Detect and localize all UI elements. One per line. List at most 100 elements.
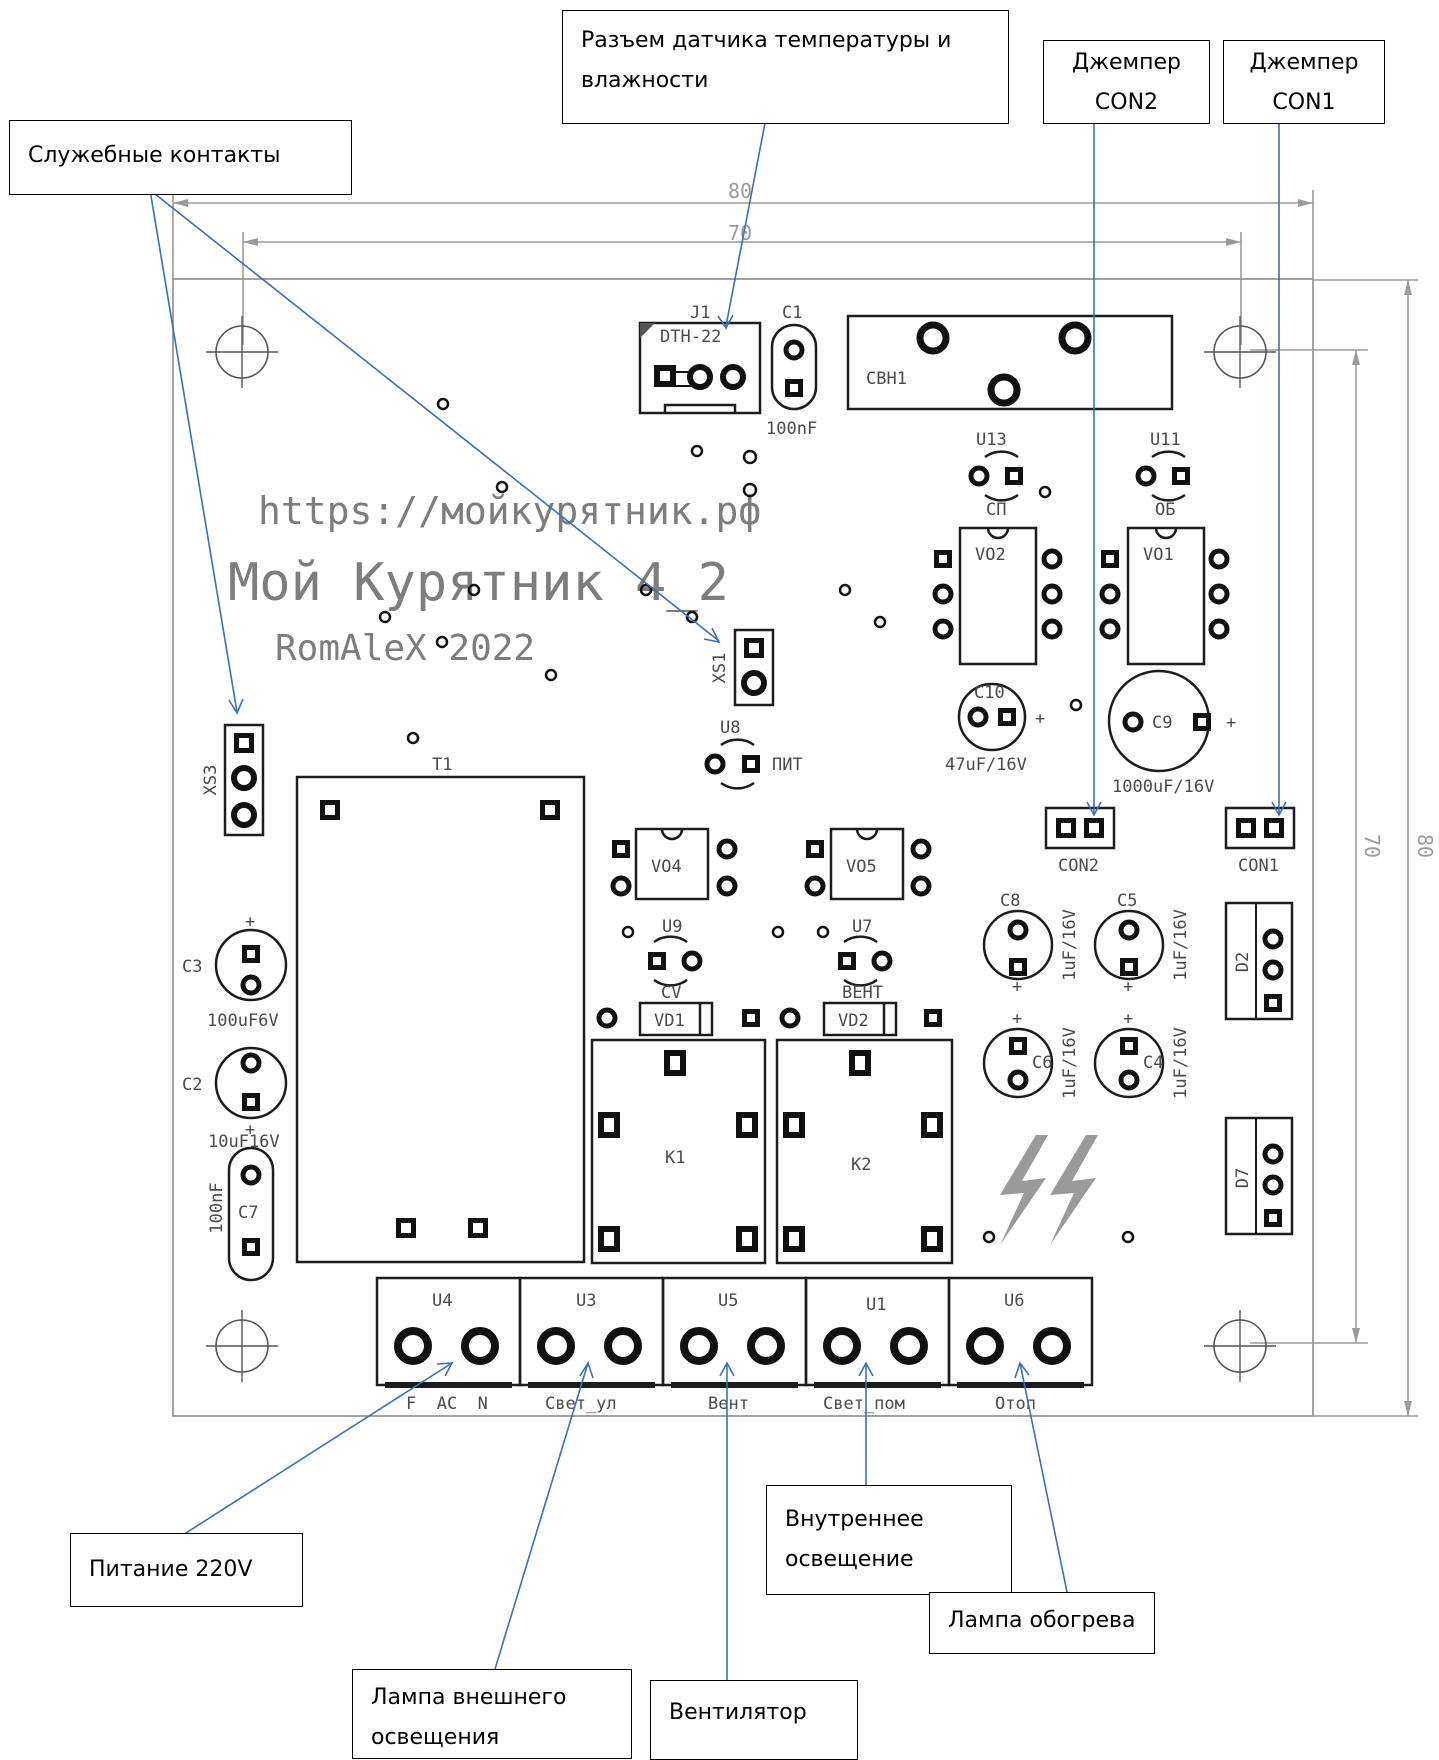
c2-label: C2 (182, 1075, 202, 1095)
terminal-u4: U4 F AC N (375, 1276, 522, 1414)
callout-outside-lamp: Лампа внешнего освещения (352, 1669, 632, 1759)
callout-power-220v: Питание 220V (70, 1533, 303, 1607)
j1-label: J1 (690, 303, 710, 323)
leader-service-xs1 (149, 189, 720, 642)
u13-label: U13 (976, 430, 1007, 450)
u8-sublabel: ПИТ (772, 755, 803, 775)
board-url: https://мойкурятник.рф (258, 489, 761, 533)
u1-label: U1 (866, 1295, 886, 1315)
leader-outside-lamp (494, 1362, 589, 1670)
c6-label: C6 (1032, 1053, 1052, 1073)
k2-relay: K2 (775, 1038, 954, 1265)
vd2-label: VD2 (838, 1011, 869, 1031)
u8-label: U8 (720, 718, 740, 738)
dim-width-outer: 80 (728, 179, 752, 203)
t1-transformer: T1 (295, 755, 586, 1264)
c2-capacitor: C2 + 10uF16V (182, 1046, 288, 1152)
u11-led: U11 ОБ (1135, 430, 1190, 520)
u8-led: U8 ПИТ (704, 718, 803, 790)
c10-capacitor: C10 + 47uF/16V (945, 682, 1045, 775)
c6-capacitor: C6 + 1uF/16V (982, 1009, 1080, 1099)
con1-label: CON1 (1238, 856, 1279, 876)
vo1-label: VO1 (1143, 545, 1174, 565)
c8-capacitor: C8 + 1uF/16V (982, 891, 1080, 997)
c8-plus: + (1012, 977, 1022, 997)
t1-label: T1 (432, 755, 452, 775)
con1-jumper: CON1 (1224, 806, 1296, 876)
callout-inside-light: Внутреннее освещение (766, 1485, 1012, 1595)
callout-heat-lamp: Лампа обогрева (929, 1592, 1155, 1654)
vo2-optocoupler: VO2 (932, 526, 1063, 666)
c1-label: C1 (782, 303, 802, 323)
leader-lines (149, 122, 1287, 1680)
mounting-holes (206, 316, 1276, 1382)
u6-label: U6 (1004, 1291, 1024, 1311)
callout-fan: Вентилятор (650, 1680, 858, 1760)
c10-label: C10 (974, 683, 1005, 703)
u13-led: U13 СП (968, 430, 1023, 520)
c4-value: 1uF/16V (1171, 1027, 1191, 1099)
c2-plus: + (245, 1120, 255, 1140)
u1-sublabel: Свет_пом (823, 1394, 905, 1414)
callout-inside-light-text: Внутреннее освещение (785, 1507, 924, 1572)
d7-regulator: D7 (1224, 1116, 1294, 1236)
c4-capacitor: C4 + 1uF/16V (1093, 1009, 1191, 1099)
con2-label: CON2 (1058, 856, 1099, 876)
vd1-label: VD1 (654, 1011, 685, 1031)
u9-led: U9 CV (648, 917, 703, 1003)
terminal-block-row: U4 F AC N U3 Свет_ул U5 Вент U1 (375, 1276, 1094, 1414)
u3-sublabel: Свет_ул (545, 1394, 617, 1414)
d2-label: D2 (1233, 952, 1253, 972)
c7-capacitor: C7 100nF (207, 1146, 275, 1282)
c3-plus: + (245, 912, 255, 932)
u5-label: U5 (718, 1291, 738, 1311)
u9-sublabel: CV (661, 983, 681, 1003)
c1-capacitor: C1 100nF (766, 303, 818, 439)
c4-plus: + (1123, 1009, 1133, 1029)
lightning-logo (1000, 1135, 1098, 1245)
callout-outside-lamp-text: Лампа внешнего освещения (371, 1685, 567, 1750)
vo2-label: VO2 (975, 545, 1006, 565)
c5-label: C5 (1117, 891, 1137, 911)
terminal-u1: U1 Свет_пом (804, 1276, 951, 1414)
u11-sublabel: ОБ (1155, 500, 1175, 520)
dim-height-holes: 70 (1360, 834, 1384, 858)
vd1-diode: VD1 (596, 1001, 760, 1037)
c9-label: C9 (1152, 713, 1172, 733)
c3-capacitor: + C3 100uF6V (182, 912, 288, 1031)
callout-service-text: Служебные контакты (28, 143, 281, 168)
c8-label: C8 (1000, 891, 1020, 911)
xs1-header: XS1 (710, 628, 775, 707)
c1-value: 100nF (766, 419, 817, 439)
d2-regulator: D2 (1224, 901, 1294, 1021)
board-author: RomAleX 2022 (275, 628, 535, 669)
callout-service-contacts: Служебные контакты (9, 120, 352, 195)
k1-relay: K1 (590, 1038, 767, 1265)
vo5-optocoupler: VO5 (804, 827, 932, 901)
dimension-lines: 80 70 70 80 (172, 179, 1437, 1417)
terminal-u6: U6 Отоп (947, 1276, 1094, 1414)
xs3-header: XS3 (201, 723, 265, 837)
c3-label: C3 (182, 957, 202, 977)
c8-value: 1uF/16V (1060, 909, 1080, 981)
vo4-optocoupler: VO4 (610, 827, 738, 901)
u4-label: U4 (432, 1291, 452, 1311)
d7-label: D7 (1233, 1168, 1253, 1188)
c9-capacitor: C9 + 1000uF/16V (1107, 669, 1236, 797)
callout-sensor-text: Разъем датчика температуры и влажности (581, 28, 952, 93)
c7-value: 100nF (207, 1182, 227, 1233)
k2-label: K2 (851, 1155, 871, 1175)
vd2-diode: VD2 (779, 1001, 942, 1037)
callout-power-text: Питание 220V (89, 1557, 253, 1582)
callout-fan-text: Вентилятор (669, 1700, 807, 1725)
c5-value: 1uF/16V (1171, 909, 1191, 981)
u9-label: U9 (662, 917, 682, 937)
c4-label: C4 (1143, 1053, 1163, 1073)
c6-plus: + (1012, 1009, 1022, 1029)
c3-value: 100uF6V (207, 1011, 279, 1031)
vias (378, 397, 1135, 1244)
u11-label: U11 (1150, 430, 1181, 450)
u7-sublabel: ВЕНТ (842, 983, 883, 1003)
